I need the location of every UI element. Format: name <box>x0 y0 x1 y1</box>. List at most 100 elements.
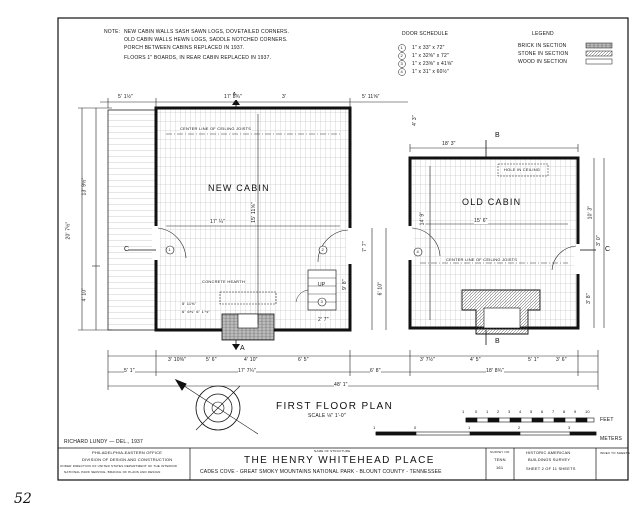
dim-top-left: 5' 1½" <box>118 94 134 100</box>
margin-note: 52 <box>14 491 32 507</box>
dim-row2-a: 5' 1" <box>124 368 135 374</box>
habs-line-1: HISTORIC AMERICAN <box>526 450 571 455</box>
dim-bot-1: 3' 10⅜" <box>168 357 187 363</box>
note-line-4: FLOORS 1" BOARDS, IN REAR CABIN REPLACED… <box>124 55 272 61</box>
scale-feet-tick: 7 <box>552 409 555 414</box>
door-schedule-title: DOOR SCHEDULE <box>402 31 449 37</box>
scale-feet-tick: 2 <box>497 409 500 414</box>
scale-feet-tick: 3 <box>508 409 511 414</box>
scale-feet-tick: 1 <box>486 409 489 414</box>
dim-left-lower: 4' 10" <box>81 287 88 302</box>
legend-title: LEGEND <box>532 31 554 37</box>
dim-bot-5: 3' 7½" <box>420 357 436 363</box>
door-schedule-num-1: 1 <box>400 45 403 50</box>
dim-new-inner-v: 15' 11⅝" <box>250 202 257 223</box>
dim-bot-2: 5' 6" <box>206 357 217 363</box>
dim-new-inner-h: 17' ¼" <box>210 219 226 225</box>
structure-location: CADES COVE - GREAT SMOKY MOUNTAINS NATIO… <box>200 469 442 475</box>
sheet-border <box>57 17 629 481</box>
legend-stone: STONE IN SECTION <box>518 51 569 57</box>
dim-bot-6: 4' 5" <box>470 357 481 363</box>
door-schedule-num-4: 4 <box>400 69 403 74</box>
sheet-number: SHEET 2 OF 11 SHEETS <box>526 466 576 471</box>
dim-old-vert: 14' 9" <box>419 211 426 226</box>
door-schedule-num-3: 3 <box>400 61 403 66</box>
dim-mid-v2: 6' 10" <box>377 281 384 296</box>
scale-feet-tick: 5 <box>530 409 533 414</box>
section-mark-c-right: C <box>605 246 611 253</box>
dimension-lines <box>78 98 605 390</box>
dim-row2-b: 17' 7¼" <box>238 368 257 374</box>
scale-feet-tick: 10 <box>585 409 590 414</box>
dim-overall: 48' 1" <box>334 382 348 388</box>
graphic-scale-meters <box>375 431 597 436</box>
door-schedule-size-4: 1" x 31" x 60½" <box>412 69 449 75</box>
dim-stair-h: 2' 7" <box>318 317 329 323</box>
title-block <box>58 447 628 480</box>
dim-row2-c: 6' 8" <box>370 368 381 374</box>
door-schedule-size-1: 1" x 33" x 72" <box>412 45 445 51</box>
note-line-1: NEW CABIN WALLS SASH SAWN LOGS, DOVETAIL… <box>124 29 290 35</box>
center-line-label-new: CENTER LINE OF CEILING JOISTS <box>180 126 252 131</box>
office-line-3: UNDER DIRECTION OF UNITED STATES DEPARTM… <box>60 464 177 468</box>
dim-right-v1: 10' 3" <box>587 205 594 220</box>
plan-scale: SCALE ⅛" 1'-0" <box>308 413 346 419</box>
scale-meters-unit: METERS <box>600 436 623 442</box>
legend-swatch-stone <box>585 50 613 57</box>
scale-meter-tick: 2 <box>518 425 521 430</box>
dim-mid-v3: 9' 8" <box>341 279 348 290</box>
center-line-label-old: CENTER LINE OF CEILING JOISTS <box>446 257 518 262</box>
scale-feet-unit: FEET <box>600 417 614 423</box>
legend-brick: BRICK IN SECTION <box>518 43 567 49</box>
legend-swatch-brick <box>585 42 613 49</box>
habs-line-2: BUILDINGS SURVEY <box>528 457 571 462</box>
scale-meter-tick: 0 <box>414 425 417 430</box>
dim-hearth-1: 5' 11⅜" <box>182 301 197 306</box>
dim-bot-3: 4' 10" <box>244 357 258 363</box>
section-mark-c-left: C <box>124 246 130 253</box>
dim-old-inner: 15' 6" <box>474 218 488 224</box>
index-to-sheets: INDEX TO SHEETS <box>600 451 630 455</box>
dim-right-v2: 3' 0" <box>595 235 602 246</box>
dim-bot-7: 5' 1" <box>528 357 539 363</box>
room-label-new-cabin: NEW CABIN <box>208 183 270 193</box>
structure-name-label: NAME OF STRUCTURE <box>314 449 351 453</box>
office-line-2: DIVISION OF DESIGN AND CONSTRUCTION <box>82 457 173 462</box>
legend-swatch-wood <box>585 58 613 65</box>
new-cabin-plan <box>152 106 354 341</box>
dim-right-v3: 3' 8" <box>585 293 592 304</box>
old-cabin-plan <box>406 156 582 335</box>
legend-wood: WOOD IN SECTION <box>518 59 568 65</box>
door-schedule-size-3: 1" x 23⅝" x 41⅝" <box>412 61 454 67</box>
scale-feet-tick: 6 <box>541 409 544 414</box>
graphic-scale-feet <box>465 417 595 423</box>
section-mark-b-top: B <box>495 132 501 139</box>
dim-bot-8: 3' 6" <box>556 357 567 363</box>
survey-label: SURVEY NO. <box>490 450 511 454</box>
plan-title: FIRST FLOOR PLAN <box>276 401 394 412</box>
note-line-3: PORCH BETWEEN CABINS REPLACED IN 1937. <box>124 45 245 51</box>
scale-meter-tick: 1 <box>373 425 376 430</box>
hole-in-ceiling-label: HOLE IN CEILING <box>504 167 541 172</box>
scale-meter-tick: 3 <box>568 425 571 430</box>
note-line-2: OLD CABIN WALLS HEWN LOGS, SADDLE NOTCHE… <box>124 37 288 43</box>
section-mark-b-bottom: B <box>495 338 501 345</box>
north-arrow <box>174 378 259 435</box>
door-schedule-size-2: 1" x 32⅝" x 72" <box>412 53 449 59</box>
scale-feet-tick: 9 <box>574 409 577 414</box>
section-mark-a-bottom: A <box>240 345 246 352</box>
office-line-4: NATIONAL PARK SERVICE, BRANCH OF PLANS A… <box>64 470 161 474</box>
dim-top-3: 3' <box>282 94 287 100</box>
scale-feet-tick: 8 <box>563 409 566 414</box>
scale-meter-tick: 1 <box>468 425 471 430</box>
door-tag-4: 4 <box>416 249 419 254</box>
delineator-credit: RICHARD LUNDY — DEL., 1937 <box>64 439 144 445</box>
dim-left-upper: 13' 9½" <box>81 177 88 196</box>
concrete-hearth-label: CONCRETE HEARTH <box>202 279 245 284</box>
dim-hearth-2: 6" 6⅜" 6" 1'½" <box>182 309 211 314</box>
stair-up-label: UP <box>318 282 326 288</box>
dim-top-4ft: 4' 3" <box>411 115 418 126</box>
room-label-old-cabin: OLD CABIN <box>462 197 522 207</box>
porch <box>107 109 157 331</box>
